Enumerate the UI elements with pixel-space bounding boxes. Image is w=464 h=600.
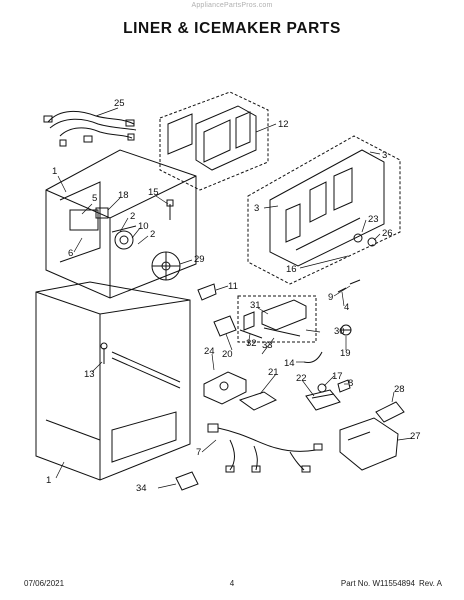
icemaker-housing-drawing: [159, 91, 269, 191]
callout-12: 12: [278, 119, 289, 130]
mounting-bracket-drawing: [203, 371, 247, 405]
callout-1-lower: 1: [46, 475, 51, 486]
callout-7: 7: [196, 447, 201, 458]
callout-28: 28: [394, 384, 405, 395]
fresh-food-liner-drawing: [45, 149, 197, 299]
callout-34: 34: [136, 483, 147, 494]
fan-motor-drawing: [69, 207, 137, 250]
callout-22: 22: [296, 373, 307, 384]
watermark: AppliancePartsPros.com: [191, 2, 273, 9]
dispenser-part-drawing: [305, 389, 341, 411]
light-socket-drawing: [100, 342, 108, 364]
callout-24: 24: [204, 346, 215, 357]
valve-drawing: [340, 324, 352, 336]
footer-part-number: Part No. W11554894: [340, 579, 416, 588]
callout-21: 21: [268, 367, 279, 378]
ice-bin-drawing: [339, 401, 405, 471]
callout-16: 16: [286, 264, 297, 275]
callout-17: 17: [332, 371, 343, 382]
callout-13: 13: [84, 369, 95, 380]
callout-20: 20: [222, 349, 233, 360]
callout-15: 15: [148, 187, 159, 198]
callout-11: 11: [228, 281, 238, 292]
door-liner-drawing: [247, 135, 401, 285]
callout-5: 5: [92, 193, 97, 204]
freezer-liner-drawing: [35, 281, 191, 481]
page-title: LINER & ICEMAKER PARTS: [123, 20, 341, 37]
footer-page-number: 4: [229, 579, 235, 588]
callout-23: 23: [368, 214, 379, 225]
callout-9: 9: [328, 292, 333, 303]
fasteners-drawing: [337, 233, 377, 293]
callout-1-upper: 1: [52, 166, 57, 177]
callout-30: 30: [334, 326, 345, 337]
thermistor-drawing: [166, 199, 174, 220]
callout-3-top: 3: [382, 150, 387, 161]
footer-date: 07/06/2021: [24, 579, 65, 588]
fan-blade-drawing: [151, 251, 181, 281]
fill-tube-drawing: [303, 351, 323, 363]
callout-31: 31: [250, 300, 261, 311]
cover-drawing: [238, 391, 278, 411]
connector-drawing: [175, 471, 199, 491]
callout-25: 25: [114, 98, 125, 109]
callout-2-lower: 2: [150, 229, 155, 240]
callout-10: 10: [138, 221, 149, 232]
callout-29: 29: [194, 254, 205, 265]
callout-19: 19: [340, 348, 351, 359]
control-module-drawing: [213, 315, 237, 337]
auger-drawing: [197, 283, 217, 301]
callout-18: 18: [118, 190, 129, 201]
footer-revision: Rev. A: [419, 579, 442, 588]
callout-8: 8: [348, 378, 353, 389]
small-parts-drawing: [317, 379, 351, 393]
callout-26: 26: [382, 228, 393, 239]
icemaker-drawing: [237, 295, 317, 343]
lower-harness-drawing: [207, 423, 323, 473]
callout-4: 4: [344, 302, 349, 313]
wire-harness-drawing: [43, 111, 137, 147]
callout-2-upper: 2: [130, 211, 135, 222]
leader-lines: [55, 107, 413, 489]
callout-27: 27: [410, 431, 421, 442]
callout-6: 6: [68, 248, 73, 259]
callout-14: 14: [284, 358, 295, 369]
callout-33: 33: [262, 340, 273, 351]
callout-3-left: 3: [254, 203, 259, 214]
callout-32: 32: [246, 338, 257, 349]
